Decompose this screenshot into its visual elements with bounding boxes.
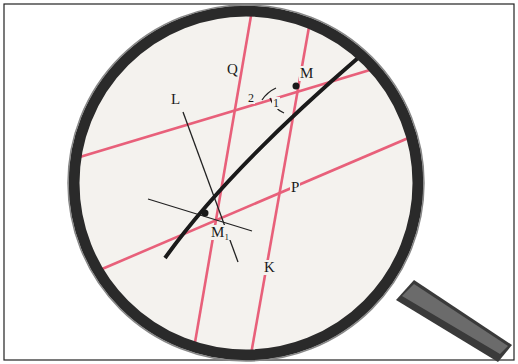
frame xyxy=(4,4,514,360)
point-label: P xyxy=(290,180,300,195)
point xyxy=(293,83,300,90)
angle-number: 2 xyxy=(247,92,255,104)
point-label: K xyxy=(263,260,276,275)
point-label: Q xyxy=(226,62,239,77)
handle xyxy=(396,280,512,362)
red-line xyxy=(60,133,420,287)
angle-arc xyxy=(270,98,284,113)
handle-shine xyxy=(402,284,508,354)
curve xyxy=(165,58,358,258)
lens-rim-edge xyxy=(68,5,424,361)
lens xyxy=(74,11,418,355)
red-line xyxy=(192,10,252,360)
point-label: M xyxy=(299,66,314,81)
point-label: L xyxy=(170,92,181,107)
red-line xyxy=(250,10,312,360)
point-label: M₁ xyxy=(210,225,231,240)
normal-line xyxy=(183,112,238,262)
lens-rim xyxy=(74,11,418,355)
point xyxy=(202,210,209,217)
angle-number: 1 xyxy=(272,97,280,109)
